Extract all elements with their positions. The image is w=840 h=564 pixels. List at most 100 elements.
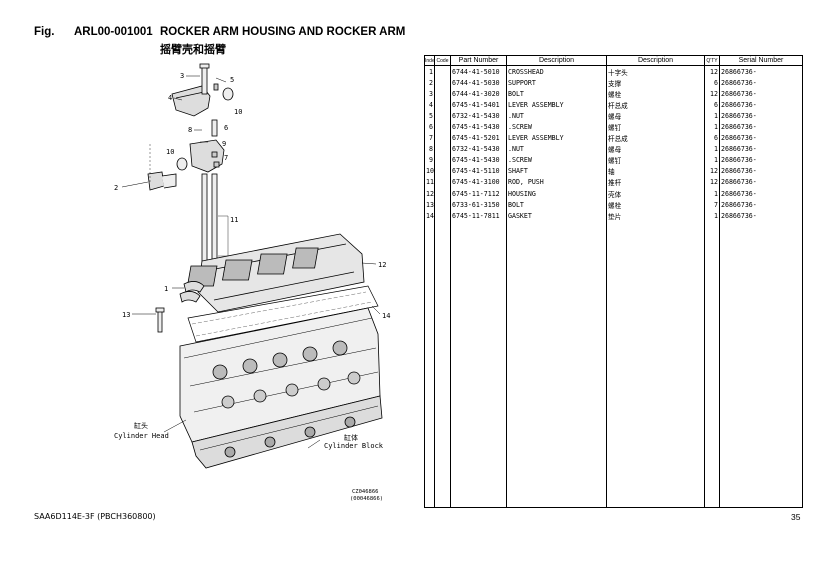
cell-index: 2 — [424, 77, 435, 89]
cell-part-number: 6744-41-3020 — [450, 88, 507, 100]
cylinder-block-cn: 缸体 — [344, 433, 358, 442]
cell-qty: 1 — [704, 121, 720, 133]
cell-part-number: 6745-41-5201 — [450, 132, 507, 144]
parts-table: Index Code Part Number Description Descr… — [424, 55, 803, 509]
cell-index: 14 — [424, 210, 435, 222]
footer-model: SAA6D114E-3F (PBCH360800) — [34, 512, 156, 521]
cell-code — [434, 88, 451, 100]
cell-description-cn: 推杆 — [606, 176, 705, 189]
cell-part-number: 6745-11-7112 — [450, 188, 507, 200]
cell-part-number: 6745-41-5430 — [450, 121, 507, 133]
cell-serial: 26866736- — [719, 110, 803, 122]
cell-serial: 26866736- — [719, 210, 803, 222]
col-header-code: Code — [434, 55, 451, 66]
exploded-view-diagram: 3 5 4 10 6 8 9 10 7 2 11 12 1 13 14 缸头 C… — [114, 63, 390, 502]
page-title: ROCKER ARM HOUSING AND ROCKER ARM — [160, 26, 406, 38]
cell-description-cn: 螺母 — [606, 143, 705, 155]
gasket — [187, 285, 379, 343]
callout-13: 13 — [122, 311, 130, 319]
cylinder-head-en: Cylinder Head — [114, 432, 169, 440]
cell-serial: 26866736- — [719, 154, 803, 166]
cell-description-cn: 壳体 — [606, 188, 705, 200]
cell-description: BOLT — [506, 199, 607, 211]
cell-code — [434, 176, 451, 189]
cell-qty: 12 — [704, 176, 720, 189]
cell-description: .NUT — [506, 143, 607, 155]
cell-description-cn: 轴 — [606, 165, 705, 177]
cell-serial: 26866736- — [719, 199, 803, 211]
cylinder-head — [179, 307, 381, 443]
cell-index: 8 — [424, 143, 435, 155]
cell-description: ROD, PUSH — [506, 176, 607, 189]
cell-serial: 26866736- — [719, 99, 803, 111]
cell-description: .SCREW — [506, 154, 607, 166]
cell-code — [434, 65, 451, 78]
cell-index: 6 — [424, 121, 435, 133]
filler-cell — [606, 221, 705, 509]
cell-index: 4 — [424, 99, 435, 111]
filler-cell — [704, 221, 720, 509]
cell-description: HOUSING — [506, 188, 607, 200]
cell-part-number: 6745-41-5110 — [450, 165, 507, 177]
cell-index: 7 — [424, 132, 435, 144]
cell-index: 11 — [424, 176, 435, 189]
fig-code: ARL00-001001 — [74, 26, 153, 38]
cell-index: 1 — [424, 65, 435, 78]
col-header-index: Index — [424, 55, 435, 66]
callout-2: 2 — [114, 184, 118, 192]
cell-part-number: 6744-41-5030 — [450, 77, 507, 89]
cylinder-head-cn: 缸头 — [134, 421, 148, 430]
filler-cell — [424, 221, 435, 509]
rocker-housing — [186, 233, 365, 313]
cell-part-number: 6732-41-5430 — [450, 110, 507, 122]
callout-14: 14 — [382, 312, 390, 320]
cell-index: 9 — [424, 154, 435, 166]
cell-index: 13 — [424, 199, 435, 211]
cell-description: SUPPORT — [506, 77, 607, 89]
cell-part-number: 6733-61-3150 — [450, 199, 507, 211]
cell-code — [434, 77, 451, 89]
cell-qty: 1 — [704, 143, 720, 155]
table-filler-row — [424, 221, 803, 509]
cell-description-cn: 螺钉 — [606, 121, 705, 133]
shaft-upper — [222, 87, 234, 101]
col-header-description-cn: Description — [606, 55, 705, 66]
callout-8: 8 — [188, 126, 192, 134]
callout-6: 6 — [224, 124, 228, 132]
cell-description-cn: 螺栓 — [606, 199, 705, 211]
cell-serial: 26866736- — [719, 77, 803, 89]
cell-serial: 26866736- — [719, 132, 803, 144]
col-header-description: Description — [506, 55, 607, 66]
cell-code — [434, 110, 451, 122]
cell-description: LEVER ASSEMBLY — [506, 132, 607, 144]
cell-description-cn: 螺栓 — [606, 88, 705, 100]
cell-qty: 6 — [704, 132, 720, 144]
cell-code — [434, 143, 451, 155]
cell-description-cn: 支撑 — [606, 77, 705, 89]
cell-part-number: 6732-41-5430 — [450, 143, 507, 155]
cell-description: GASKET — [506, 210, 607, 222]
cell-serial: 26866736- — [719, 121, 803, 133]
cell-description-cn: 杆总成 — [606, 132, 705, 144]
cell-serial: 26866736- — [719, 65, 803, 78]
cell-description: CROSSHEAD — [506, 65, 607, 78]
cell-qty: 12 — [704, 65, 720, 78]
cell-code — [434, 154, 451, 166]
page-number: 35 — [791, 512, 801, 522]
cell-code — [434, 210, 451, 222]
cell-description-cn: 杆总成 — [606, 99, 705, 111]
cell-serial: 26866736- — [719, 176, 803, 189]
cell-serial: 26866736- — [719, 143, 803, 155]
cell-description-cn: 垫片 — [606, 210, 705, 222]
cell-description: BOLT — [506, 88, 607, 100]
col-header-part-number: Part Number — [450, 55, 507, 66]
cell-code — [434, 165, 451, 177]
filler-cell — [434, 221, 451, 509]
